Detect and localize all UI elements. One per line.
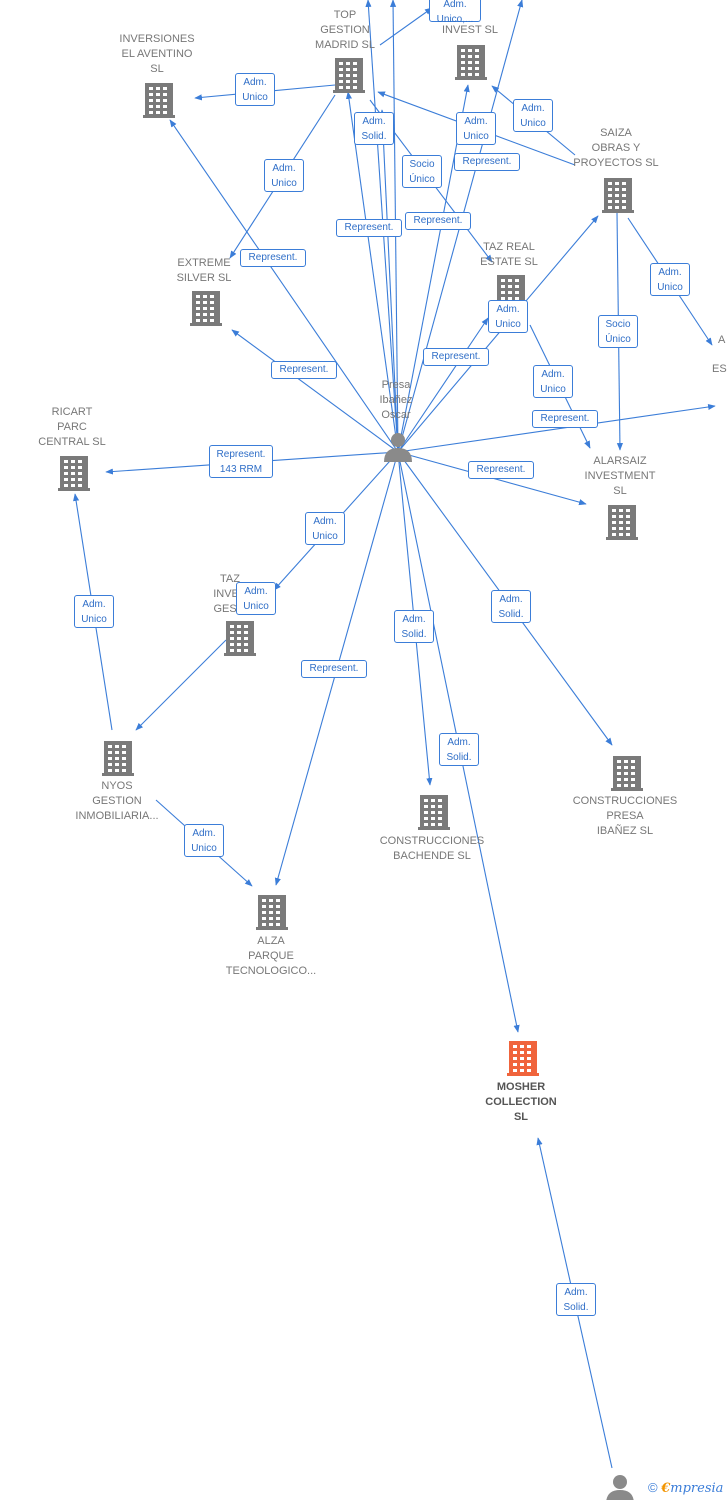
relation-label[interactable]: Adm. Unico (650, 263, 690, 296)
person-name-presa: Presa Ibañez Oscar (379, 379, 413, 421)
company-node-ricart-parc-central[interactable]: RICART PARC CENTRAL SL (7, 405, 137, 450)
person-icon[interactable] (384, 433, 412, 462)
relation-label[interactable]: Represent. (423, 348, 489, 366)
company-name: MOSHER COLLECTION SL (485, 1081, 557, 1123)
relation-label[interactable]: Represent. (532, 410, 598, 428)
relationship-edge (169, 119, 399, 453)
relationship-edge (379, 109, 399, 453)
relationship-edge (231, 329, 399, 453)
relation-label[interactable]: Adm. Unico (74, 595, 114, 628)
brand-logo: €mpresia (661, 1481, 724, 1496)
relationship-edge (379, 7, 433, 46)
building-icon[interactable] (507, 1041, 539, 1076)
relationship-edge (345, 91, 399, 453)
company-node-construcciones-bachende[interactable]: CONSTRUCCIONES BACHENDE SL (367, 834, 497, 864)
relation-label[interactable]: Represent. (336, 219, 402, 237)
relation-label[interactable]: Represent. (405, 212, 471, 230)
company-name: A (718, 334, 726, 346)
company-name: NYOS GESTION INMOBILIARIA... (75, 780, 159, 822)
relation-label[interactable]: Socio Único (402, 155, 442, 188)
building-icon[interactable] (611, 756, 643, 791)
company-node-nyos-gestion[interactable]: NYOS GESTION INMOBILIARIA... (52, 779, 182, 824)
relationship-edge (135, 639, 227, 731)
company-name: ALARSAIZ INVESTMENT SL (584, 455, 656, 497)
company-node-saiza-obras[interactable]: SAIZA OBRAS Y PROYECTOS SL (551, 126, 681, 171)
company-node-construcciones-presa-ibanez[interactable]: CONSTRUCCIONES PRESA IBAÑEZ SL (560, 794, 690, 839)
company-name: ALZA PARQUE TECNOLOGICO... (225, 935, 317, 977)
building-icon[interactable] (224, 621, 256, 656)
company-node-taz-real-estate[interactable]: TAZ REAL ESTATE SL (444, 240, 574, 270)
copyright-symbol: © (648, 1480, 658, 1495)
relation-label[interactable]: Socio Único (598, 315, 638, 348)
building-icon[interactable] (455, 45, 487, 80)
relationship-edge (397, 317, 489, 453)
relation-label[interactable]: Adm. Unico (533, 365, 573, 398)
company-node-top-gestion-madrid[interactable]: TOP GESTION MADRID SL (280, 8, 410, 53)
company-name: INVERSIONES EL AVENTINO SL (119, 33, 195, 75)
building-icon[interactable] (102, 741, 134, 776)
relation-label[interactable]: Adm. Solid. (491, 590, 531, 623)
relation-label[interactable]: Adm. Unico,... (429, 0, 481, 25)
company-name: TAZ REAL ESTATE SL (480, 241, 538, 268)
relation-label[interactable]: Adm. Solid. (556, 1283, 596, 1316)
relationship-edge (397, 403, 716, 453)
relation-label[interactable]: Adm. Solid. (354, 112, 394, 145)
relation-label[interactable]: Represent. (454, 153, 520, 171)
building-icon[interactable] (256, 895, 288, 930)
building-icon[interactable] (143, 83, 175, 118)
company-name: TOP GESTION MADRID SL (315, 9, 375, 51)
company-name: CONSTRUCCIONES BACHENDE SL (379, 835, 485, 862)
building-icon[interactable] (606, 505, 638, 540)
relation-label[interactable]: Adm. Unico (456, 112, 496, 145)
copyright-notice: © €mpresia (648, 1480, 723, 1496)
relation-label[interactable]: Adm. Unico (264, 159, 304, 192)
relation-label[interactable]: Adm. Unico (236, 582, 276, 615)
person-icon[interactable] (606, 1475, 634, 1500)
building-icon[interactable] (58, 456, 90, 491)
relation-label[interactable]: Represent. (271, 361, 337, 379)
company-node-extreme-silver[interactable]: EXTREME SILVER SL (139, 256, 269, 286)
company-node-mosher-collection[interactable]: MOSHER COLLECTION SL (456, 1080, 586, 1125)
company-node-alarsaiz-investment[interactable]: ALARSAIZ INVESTMENT SL (555, 454, 685, 499)
company-node-alza-parque[interactable]: ALZA PARQUE TECNOLOGICO... (206, 934, 336, 979)
relation-label[interactable]: Adm. Solid. (439, 733, 479, 766)
relationship-edge (397, 215, 599, 453)
relation-label[interactable]: Represent. (468, 461, 534, 479)
building-icon[interactable] (333, 58, 365, 93)
relationship-edge (397, 84, 470, 453)
company-node-inversiones-el-aventino[interactable]: INVERSIONES EL AVENTINO SL (92, 32, 222, 77)
relation-label[interactable]: Represent. 143 RRM (209, 445, 273, 478)
company-name: EXTREME SILVER SL (176, 257, 232, 284)
relation-label[interactable]: Represent. (240, 249, 306, 267)
company-node-partial-es[interactable]: ES (712, 362, 728, 377)
relation-label[interactable]: Represent. (301, 660, 367, 678)
building-icon[interactable] (602, 178, 634, 213)
relation-label[interactable]: Adm. Unico (305, 512, 345, 545)
company-name: SAIZA OBRAS Y PROYECTOS SL (573, 127, 659, 169)
relation-label[interactable]: Adm. Unico (235, 73, 275, 106)
company-name: ES (712, 363, 727, 375)
company-node-partial-a[interactable]: A (718, 333, 728, 348)
company-name: CONSTRUCCIONES PRESA IBAÑEZ SL (572, 795, 678, 837)
company-name: RICART PARC CENTRAL SL (38, 406, 106, 448)
relation-label[interactable]: Adm. Solid. (394, 610, 434, 643)
building-icon[interactable] (418, 795, 450, 830)
relation-label[interactable]: Adm. Unico (488, 300, 528, 333)
relation-label[interactable]: Adm. Unico (184, 824, 224, 857)
relation-label[interactable]: Adm. Unico (513, 99, 553, 132)
building-icon[interactable] (190, 291, 222, 326)
